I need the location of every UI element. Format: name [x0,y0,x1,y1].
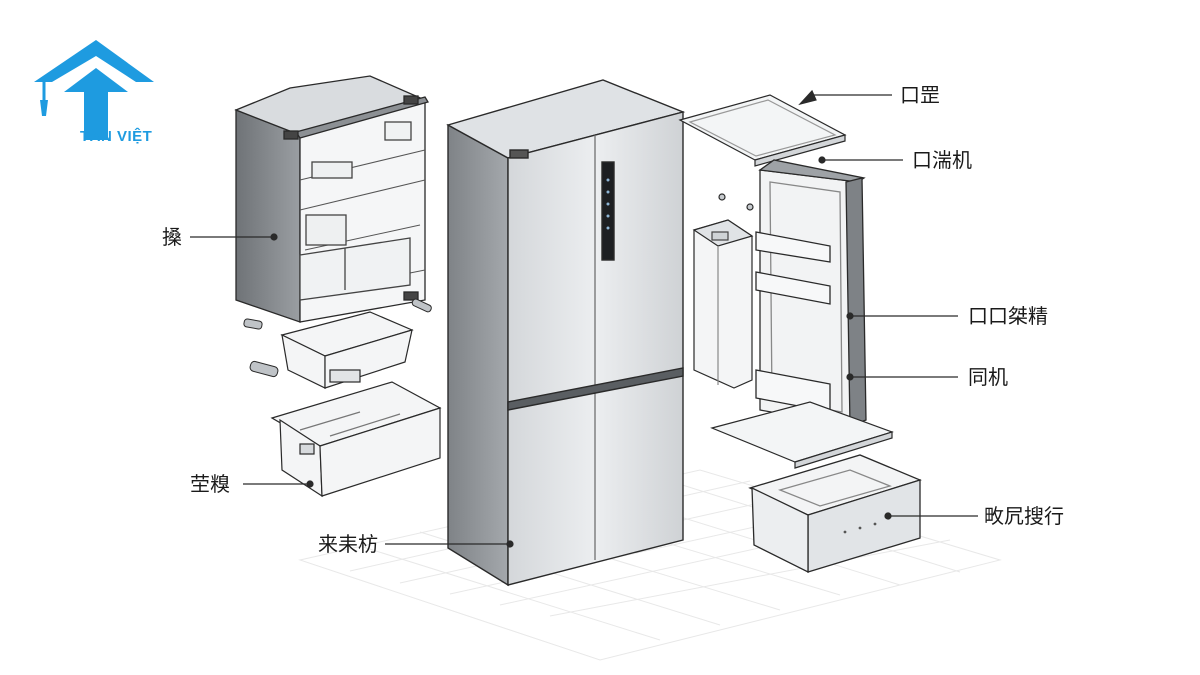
label-door-shelves: 口口桀精 [968,304,1048,328]
label-freezer-drawer: 畋凥搜行 [984,504,1064,528]
hinge-pins [243,298,432,378]
small-bin [280,311,414,389]
top-glass-shelf [678,94,847,167]
brand-name: TÂN VIỆT [80,128,153,145]
main-fridge [446,79,686,587]
filter-box [692,193,754,389]
side-unit [234,75,429,323]
freezer-drawer [748,454,922,574]
label-top-glass: 口罡 [900,83,940,107]
brand-logo [34,40,154,140]
crisper-drawer [270,381,442,498]
label-crisper-drawer: 茔糗 [190,472,230,496]
label-main-body: 来耒枋 [318,532,378,556]
bottom-glass-shelf [710,401,894,469]
label-side-panel: 搡 [162,225,182,249]
open-door [755,159,867,429]
label-top-frame: 口湍机 [912,148,972,172]
label-door-gasket: 同机 [968,365,1008,389]
leader-lines [190,89,978,548]
